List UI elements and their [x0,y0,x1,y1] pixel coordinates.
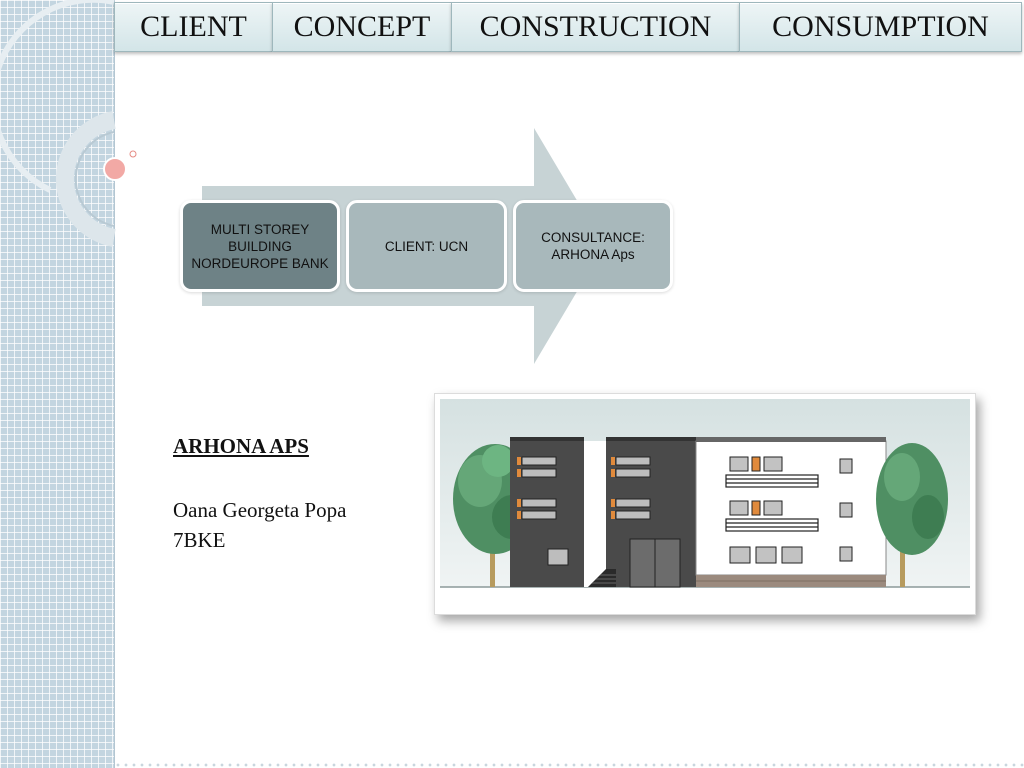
small-ring-icon [129,150,137,158]
tree-right-icon [876,443,948,587]
process-step-building: MULTI STOREY BUILDING NORDEUROPE BANK [180,200,340,292]
tab-construction[interactable]: CONSTRUCTION [451,2,739,52]
company-name: ARHONA APS [173,434,309,458]
author-name: Oana Georgeta Popa [173,498,347,522]
tab-concept[interactable]: CONCEPT [272,2,451,52]
decorative-rings [0,0,137,247]
top-nav-tabs: CLIENT CONCEPT CONSTRUCTION CONSUMPTION [114,2,1022,54]
company-info: ARHONA APS Oana Georgeta Popa 7BKE [173,434,413,555]
class-code: 7BKE [173,528,226,552]
pink-dot-icon [103,157,127,181]
tab-client[interactable]: CLIENT [114,2,272,52]
process-step-client: CLIENT: UCN [346,200,507,292]
process-step-consultance: CONSULTANCE: ARHONA Aps [513,200,673,292]
tab-consumption[interactable]: CONSUMPTION [739,2,1022,52]
process-diagram: MULTI STOREY BUILDING NORDEUROPE BANK CL… [180,128,680,368]
building-elevation-image [434,393,976,615]
bottom-dotted-border [114,762,1024,768]
